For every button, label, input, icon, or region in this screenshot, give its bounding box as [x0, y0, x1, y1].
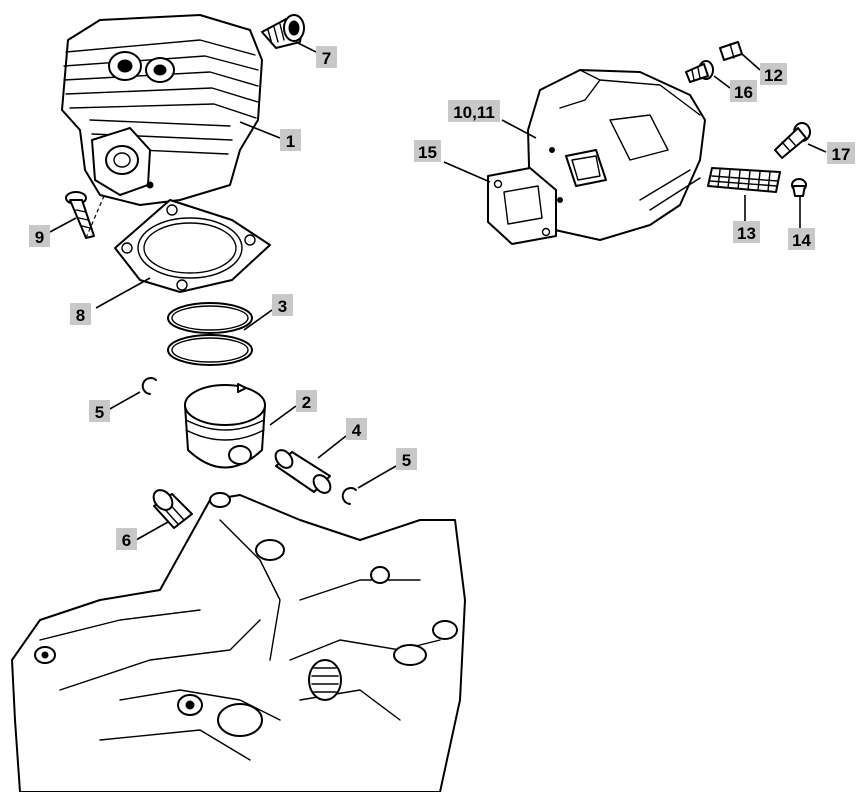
callout-14-text: 14	[792, 231, 811, 250]
callout-7-text: 7	[322, 49, 331, 68]
callout-5-left: 5	[89, 400, 110, 422]
callout-2: 2	[296, 390, 317, 412]
callout-12: 12	[760, 63, 787, 85]
muffler-screw-part	[685, 60, 714, 83]
spark-arrestor-screw-part	[774, 122, 811, 159]
callout-4: 4	[346, 418, 367, 440]
piston-rings-part	[167, 302, 253, 366]
callout-12-text: 12	[764, 66, 783, 85]
callout-6: 6	[116, 528, 137, 550]
callout-1-text: 1	[286, 132, 295, 151]
decompression-valve-part	[261, 14, 305, 49]
callout-13-text: 13	[737, 224, 756, 243]
piston-part	[184, 383, 266, 469]
callout-3-text: 3	[278, 297, 287, 316]
callout-17: 17	[827, 142, 855, 164]
callout-8-text: 8	[76, 306, 85, 325]
callout-1: 1	[280, 129, 301, 151]
callout-6-text: 6	[122, 531, 131, 550]
callout-5-right-text: 5	[402, 451, 411, 470]
callout-5-left-text: 5	[95, 403, 104, 422]
cylinder-gasket-part	[114, 199, 271, 293]
spring-washer-part	[719, 41, 743, 61]
callout-13: 13	[733, 221, 760, 243]
spark-arrestor-screen-part	[707, 167, 781, 193]
cylinder-part	[61, 14, 263, 206]
callout-9-text: 9	[35, 228, 44, 247]
callout-5-right: 5	[396, 448, 417, 470]
muffler-gasket-part	[487, 167, 557, 245]
piston-pin-part	[274, 449, 332, 494]
callout-3: 3	[272, 294, 293, 316]
leader-lines	[49, 41, 827, 541]
callout-8: 8	[70, 303, 91, 325]
circlip-right-part	[341, 487, 357, 505]
callout-10-11: 10,11	[448, 100, 500, 122]
callout-9: 9	[29, 225, 50, 247]
circlip-left-part	[141, 377, 157, 395]
callout-14: 14	[788, 228, 815, 250]
callout-15-text: 15	[418, 143, 437, 162]
cylinder-screw-part	[65, 191, 105, 239]
screen-screw-part	[791, 178, 807, 197]
callout-17-text: 17	[832, 145, 851, 164]
needle-cage-part	[152, 489, 193, 529]
callout-15: 15	[414, 140, 441, 162]
callout-2-text: 2	[302, 393, 311, 412]
callout-16-text: 16	[734, 83, 753, 102]
callout-16: 16	[730, 80, 757, 102]
callout-10-11-text: 10,11	[453, 103, 495, 122]
callout-7: 7	[316, 46, 337, 68]
muffler-part	[527, 69, 706, 241]
callout-4-text: 4	[352, 421, 362, 440]
crankcase-part	[11, 492, 466, 792]
